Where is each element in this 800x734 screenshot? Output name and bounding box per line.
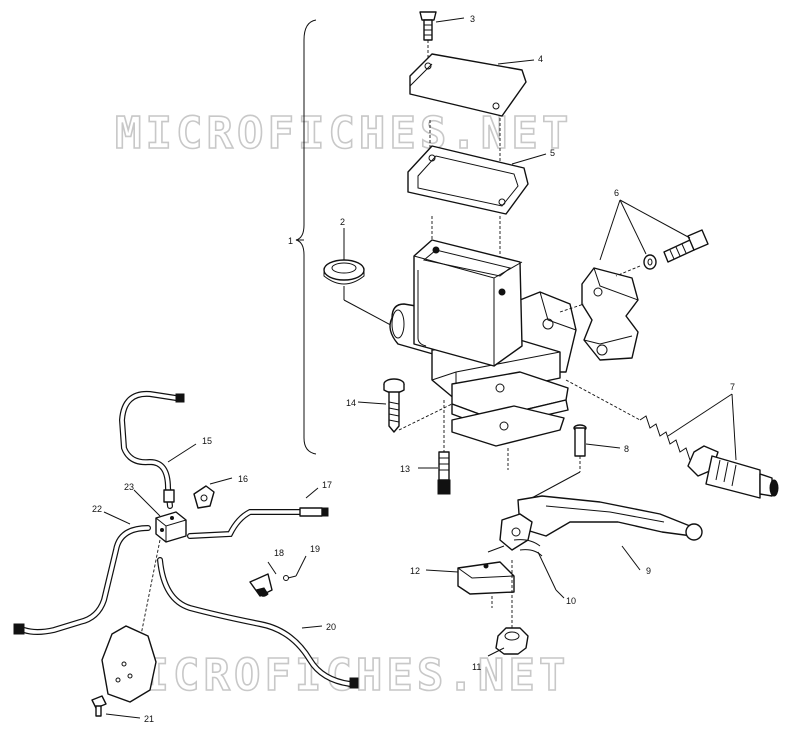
part-10-lever-spring <box>513 539 557 591</box>
leader-lines <box>103 17 737 719</box>
mounting-bracket-plate <box>101 625 157 703</box>
part-3-cover-screw <box>419 11 437 62</box>
part-2-grommet <box>323 259 401 331</box>
part-21-bracket-screw <box>91 695 107 717</box>
callout-13: 13 <box>400 464 410 474</box>
part-18-clip <box>249 573 273 597</box>
part-6-clamp-bolt-washer <box>615 229 709 277</box>
callout-2: 2 <box>340 217 345 227</box>
pivot-plates <box>451 371 569 470</box>
part-13-lower-screw <box>437 400 451 495</box>
callout-18: 18 <box>274 548 284 558</box>
part-7-piston-assembly <box>565 379 779 499</box>
callout-16: 16 <box>238 474 248 484</box>
handlebar-clamp <box>559 267 639 361</box>
master-cylinder-body <box>389 239 577 401</box>
part-12-brake-switch <box>457 545 515 608</box>
callout-8: 8 <box>624 444 629 454</box>
callout-9: 9 <box>646 566 651 576</box>
part-23-junction-block <box>139 511 187 641</box>
callout-7: 7 <box>730 382 735 392</box>
part-14-mount-bolt <box>383 378 453 433</box>
part-16-fitting <box>193 485 215 509</box>
callout-10: 10 <box>566 596 576 606</box>
callout-12: 12 <box>410 566 420 576</box>
callout-6: 6 <box>614 188 619 198</box>
part-9-brake-lever <box>499 495 703 551</box>
watermark-top: MICROFICHES.NET <box>115 108 572 159</box>
callout-labels: 1 2 3 4 5 6 7 8 9 10 11 12 13 14 15 16 1… <box>92 14 735 724</box>
callout-19: 19 <box>310 544 320 554</box>
callout-21: 21 <box>144 714 154 724</box>
callout-20: 20 <box>326 622 336 632</box>
callout-5: 5 <box>550 148 555 158</box>
callout-22: 22 <box>92 504 102 514</box>
part-11-pivot-nut <box>495 560 529 655</box>
part-19-screw <box>283 575 297 581</box>
callout-3: 3 <box>470 14 475 24</box>
callout-1: 1 <box>288 236 293 246</box>
callout-15: 15 <box>202 436 212 446</box>
assembly-bracket <box>295 19 317 455</box>
callout-23: 23 <box>124 482 134 492</box>
callout-17: 17 <box>322 480 332 490</box>
part-4-reservoir-cover <box>409 53 527 180</box>
callout-11: 11 <box>472 662 481 672</box>
callout-4: 4 <box>538 54 543 64</box>
watermark-bottom: MICROFICHES.NET <box>112 650 569 701</box>
callout-14: 14 <box>346 398 356 408</box>
part-8-pivot-bolt <box>527 424 587 501</box>
brake-hoses <box>13 390 359 689</box>
